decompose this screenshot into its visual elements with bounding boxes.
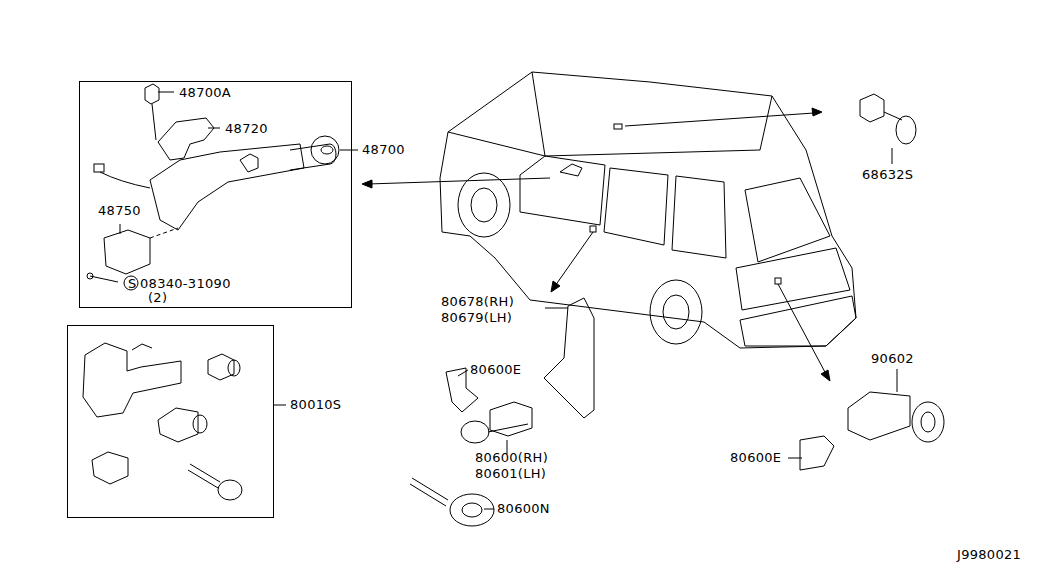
part-number: 08340-31090	[140, 277, 231, 291]
callout-number: 80600E	[730, 451, 781, 465]
callout-number: 68632S	[862, 168, 913, 182]
parts-group-box: 48700A 48720 48750S08340-31090(2)	[79, 81, 352, 308]
part-number: 48700A	[179, 86, 231, 100]
callout-number: 80600N	[497, 502, 550, 516]
locator-arrow	[362, 108, 830, 381]
part-number: 48750	[98, 204, 141, 218]
callout-number: J9980021	[957, 548, 1021, 562]
callout-number: 48700	[362, 143, 405, 157]
key-set-illustration	[83, 343, 242, 500]
part-number: (2)	[148, 291, 167, 305]
part-number: 48720	[225, 122, 268, 136]
leader-line	[120, 92, 897, 509]
ignition-lock-illustration	[87, 84, 339, 290]
callout-number: 80678(RH)	[441, 295, 514, 309]
door-lock-illustration	[410, 298, 594, 526]
vehicle-illustration	[440, 72, 856, 348]
callout-number: 90602	[871, 352, 914, 366]
callout-number: 80600E	[470, 363, 521, 377]
callout-number: 80679(LH)	[441, 311, 512, 325]
callout-number: 80010S	[290, 398, 341, 412]
callout-number: 80601(LH)	[475, 467, 546, 481]
callout-number: 80600(RH)	[475, 451, 548, 465]
back-door-lock-illustration	[800, 94, 944, 470]
part-number: S	[128, 277, 137, 291]
kit-box	[68, 326, 274, 518]
